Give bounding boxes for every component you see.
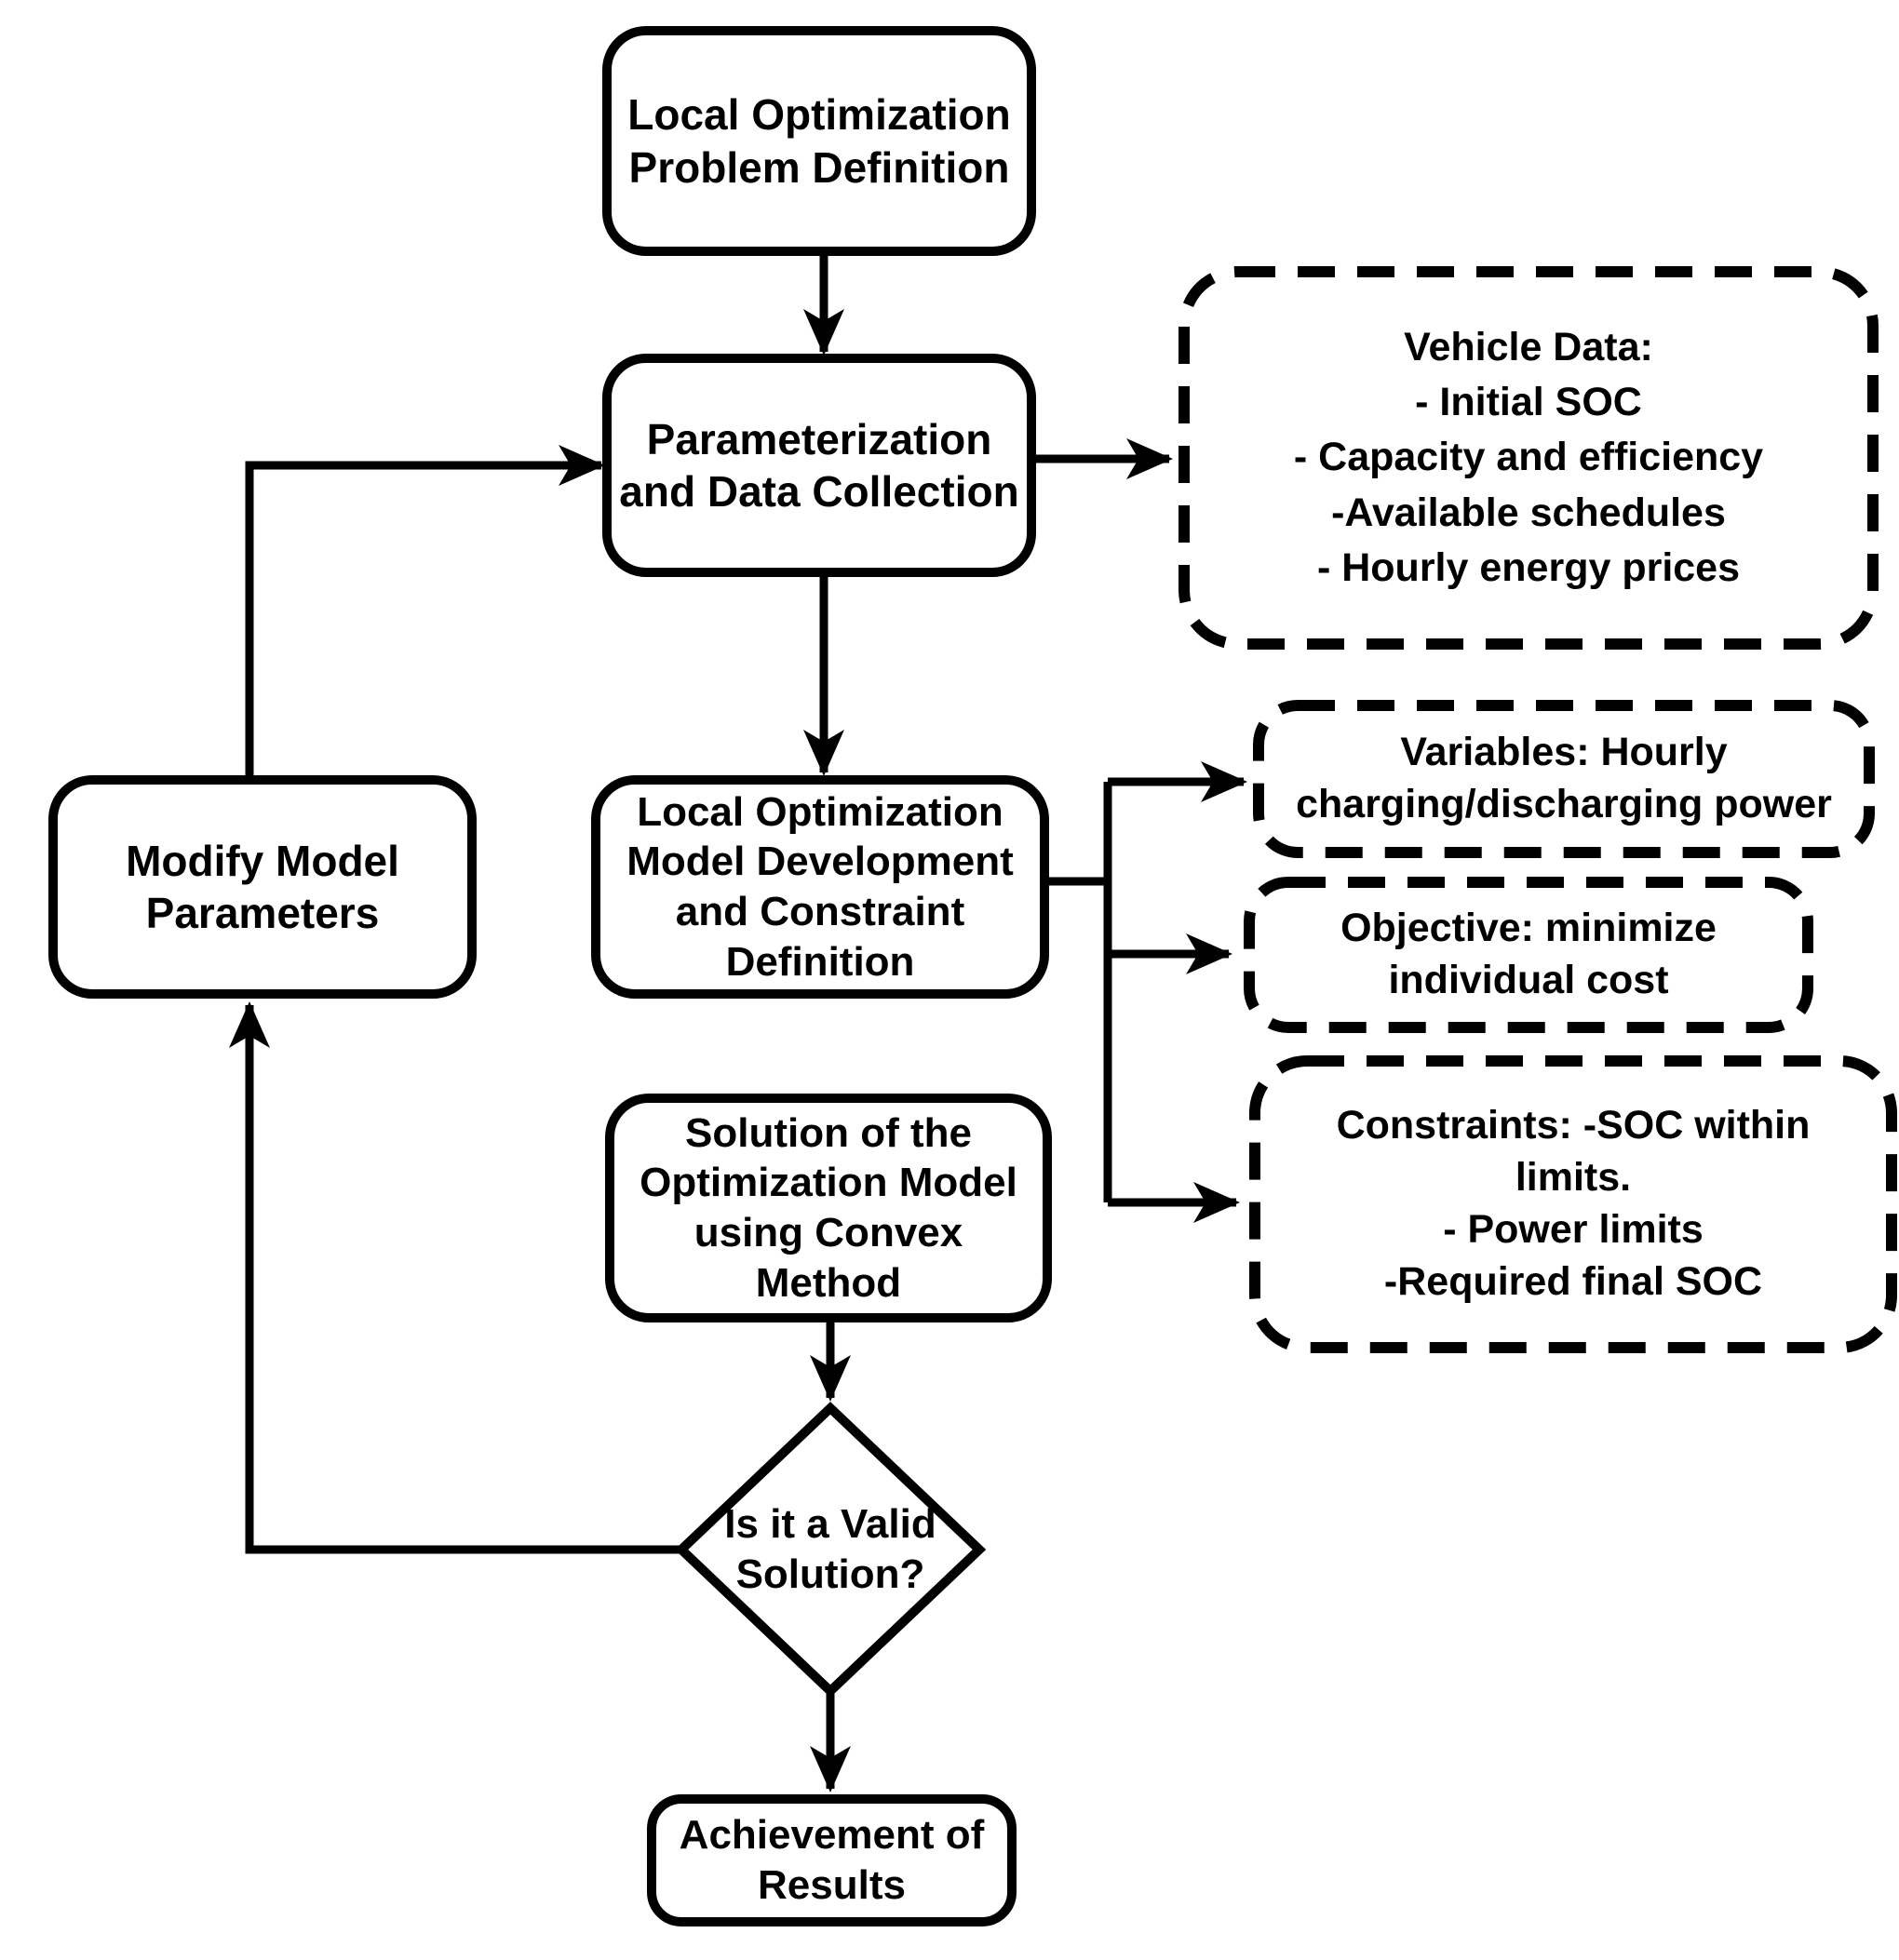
- arrow-modify-parameters-to-parameterization: [245, 445, 605, 780]
- node-solution-shape: [605, 1094, 1052, 1322]
- node-problem-definition-shape: [602, 26, 1036, 256]
- node-model-development-shape: [591, 775, 1049, 999]
- arrow-decision-to-modify-parameters: [229, 1001, 681, 1554]
- node-results-shape: [647, 1794, 1017, 1926]
- node-modify-parameters-shape: [48, 775, 477, 999]
- node-constraints-shape: [1249, 1055, 1897, 1353]
- node-decision-shape: [674, 1402, 987, 1698]
- node-variables-shape: [1253, 700, 1875, 858]
- node-vehicle-data-shape: [1178, 266, 1879, 650]
- node-parameterization-shape: [602, 354, 1036, 577]
- node-objective-shape: [1244, 877, 1813, 1033]
